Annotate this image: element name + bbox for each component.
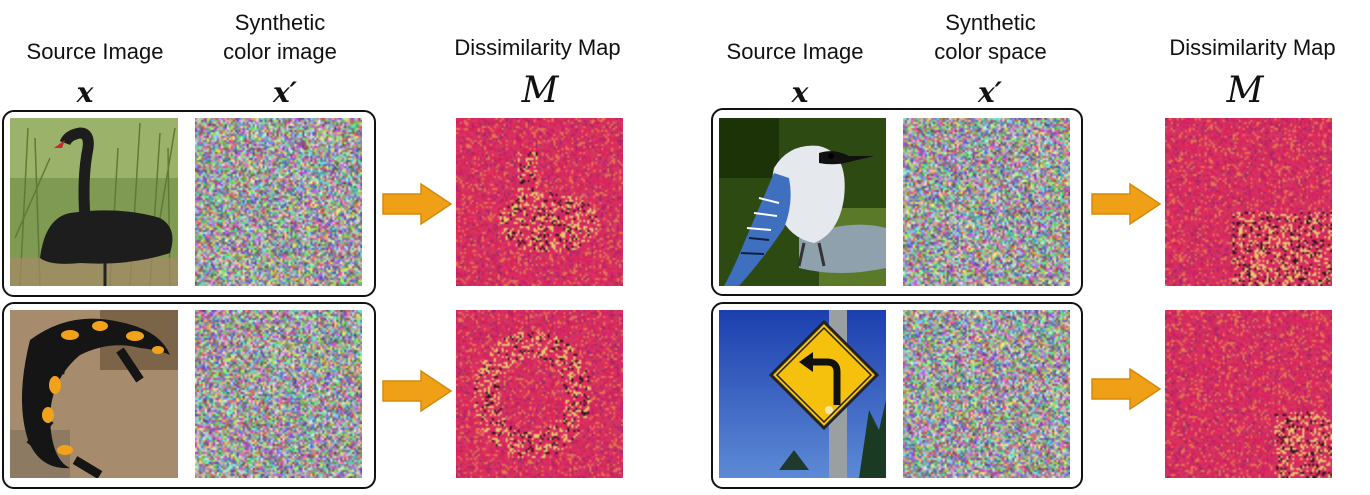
- right-source-header: Source Image: [726, 39, 864, 64]
- right-row1-map: [1165, 118, 1332, 286]
- right-row1-arrow: [1090, 182, 1162, 226]
- left-row1-synthetic: [195, 118, 362, 286]
- left-source-symbol: x: [76, 76, 94, 109]
- left-row2-map: [456, 310, 623, 478]
- right-row2-frame: [711, 302, 1083, 489]
- left-map-header: Dissimilarity Map: [454, 35, 621, 60]
- right-synthetic-header: Synthetic color space: [934, 10, 1047, 64]
- left-row1-frame: [2, 110, 376, 297]
- left-row1-map: [456, 118, 623, 286]
- left-synthetic-header: Synthetic color image: [223, 10, 337, 64]
- right-source-symbol: x: [791, 76, 809, 109]
- right-synthetic-symbol: x′: [977, 76, 1003, 109]
- right-row2-synthetic: [903, 310, 1070, 478]
- left-map-symbol: M: [521, 70, 559, 111]
- right-map-header: Dissimilarity Map: [1169, 35, 1336, 60]
- left-row2-arrow: [381, 369, 453, 413]
- left-source-header: Source Image: [26, 39, 164, 64]
- right-map-symbol: M: [1226, 70, 1264, 111]
- left-row1-arrow: [381, 182, 453, 226]
- black-swan-photo: [10, 118, 178, 286]
- left-row2-frame: [2, 302, 376, 489]
- right-row1-synthetic: [903, 118, 1070, 286]
- fire-salamander-photo: [10, 310, 178, 478]
- left-synthetic-symbol: x′: [272, 76, 298, 109]
- right-row2-arrow: [1090, 367, 1162, 411]
- blue-jay-photo: [719, 118, 886, 286]
- left-row2-synthetic: [195, 310, 362, 478]
- right-row2-map: [1165, 310, 1332, 478]
- turn-sign-photo: [719, 310, 886, 478]
- right-row1-frame: [711, 108, 1083, 296]
